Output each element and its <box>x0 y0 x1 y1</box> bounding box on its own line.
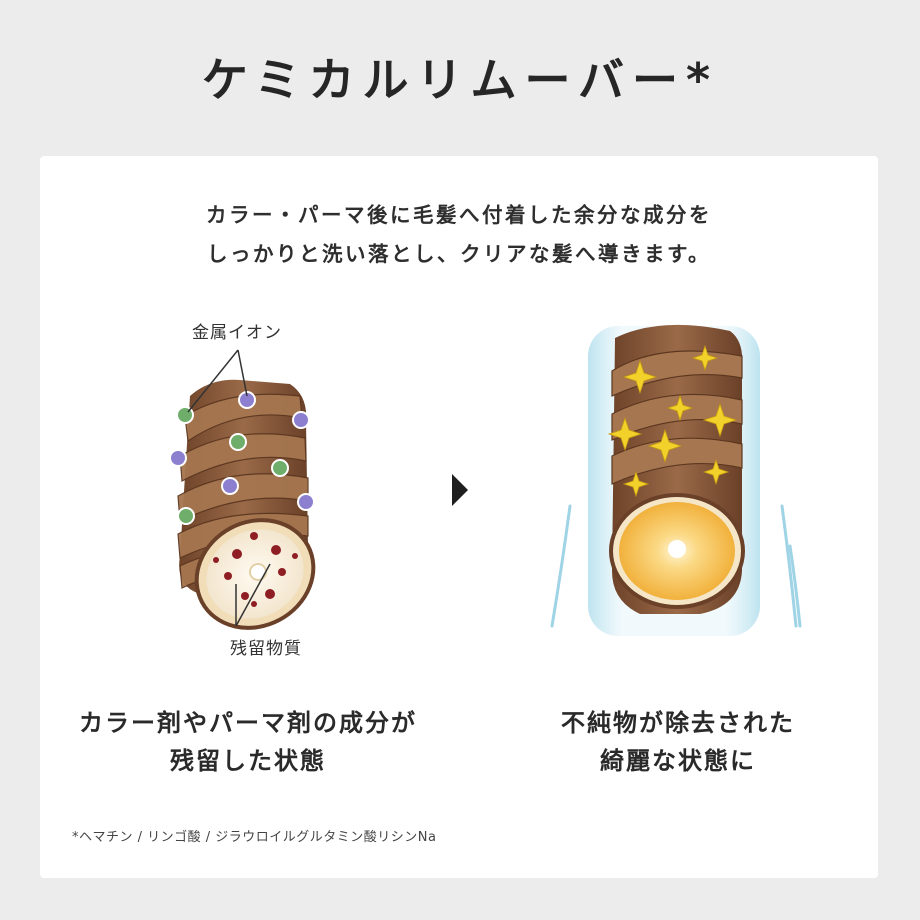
residue-particle <box>251 601 257 607</box>
caption-after-line-1: 不純物が除去された <box>561 709 795 737</box>
water-streaks <box>550 504 802 628</box>
residue-particle <box>271 545 281 555</box>
page-title: ケミカルリムーバー* <box>201 53 719 107</box>
metal-ion-green <box>229 433 247 451</box>
metal-ion-purple <box>297 493 315 511</box>
sparkle-icon <box>702 458 730 486</box>
residue-particle <box>241 592 249 600</box>
hair-before-damaged <box>177 379 316 630</box>
caption-before-line-2: 残留した状態 <box>170 747 326 775</box>
residue-particles <box>213 532 298 607</box>
content-card: カラー・パーマ後に毛髪へ付着した余分な成分を しっかりと洗い落とし、クリアな髪へ… <box>40 156 878 878</box>
residue-particle <box>224 572 232 580</box>
pointer-lines <box>187 349 271 627</box>
caption-before-line-1: カラー剤やパーマ剤の成分が <box>79 709 417 737</box>
sparkle-icon <box>622 470 650 498</box>
sparkle-icon <box>702 402 738 438</box>
residue-particle <box>250 532 258 540</box>
sparkles <box>607 344 738 498</box>
caption-after-line-2: 綺麗な状態に <box>600 747 756 775</box>
caption-after: 不純物が除去された 綺麗な状態に <box>478 704 878 780</box>
ingredient-footnote: *ヘマチン / リンゴ酸 / ジラウロイルグルタミン酸リシンNa <box>72 830 437 845</box>
residue-particle <box>265 589 275 599</box>
residue-particle <box>232 549 242 559</box>
sparkle-icon <box>607 416 643 452</box>
intro-text: カラー・パーマ後に毛髪へ付着した余分な成分を しっかりと洗い落とし、クリアな髪へ… <box>40 196 878 274</box>
hair-comparison-illustration <box>169 324 802 636</box>
intro-line-2: しっかりと洗い落とし、クリアな髪へ導きます。 <box>207 242 711 266</box>
label-residue: 残留物質 <box>230 639 302 659</box>
sparkle-icon <box>647 428 683 464</box>
metal-ion-purple <box>169 449 187 467</box>
hair-after-clean <box>550 324 802 636</box>
arrow-right-icon <box>452 474 468 506</box>
metal-ion-green <box>271 459 289 477</box>
intro-line-1: カラー・パーマ後に毛髪へ付着した余分な成分を <box>206 203 712 227</box>
residue-particle <box>292 553 298 559</box>
residue-particle <box>278 568 286 576</box>
sparkle-icon <box>622 359 658 395</box>
sparkle-icon <box>691 344 719 372</box>
metal-ion-purple <box>292 411 310 429</box>
sparkle-icon <box>666 394 694 422</box>
residue-particle <box>213 557 219 563</box>
metal-ion-purple <box>221 477 239 495</box>
label-metal-ions: 金属イオン <box>192 323 282 343</box>
metal-ion-green <box>177 507 195 525</box>
metal-ions <box>169 391 315 525</box>
metal-ion-purple <box>238 391 256 409</box>
caption-before: カラー剤やパーマ剤の成分が 残留した状態 <box>48 704 448 780</box>
